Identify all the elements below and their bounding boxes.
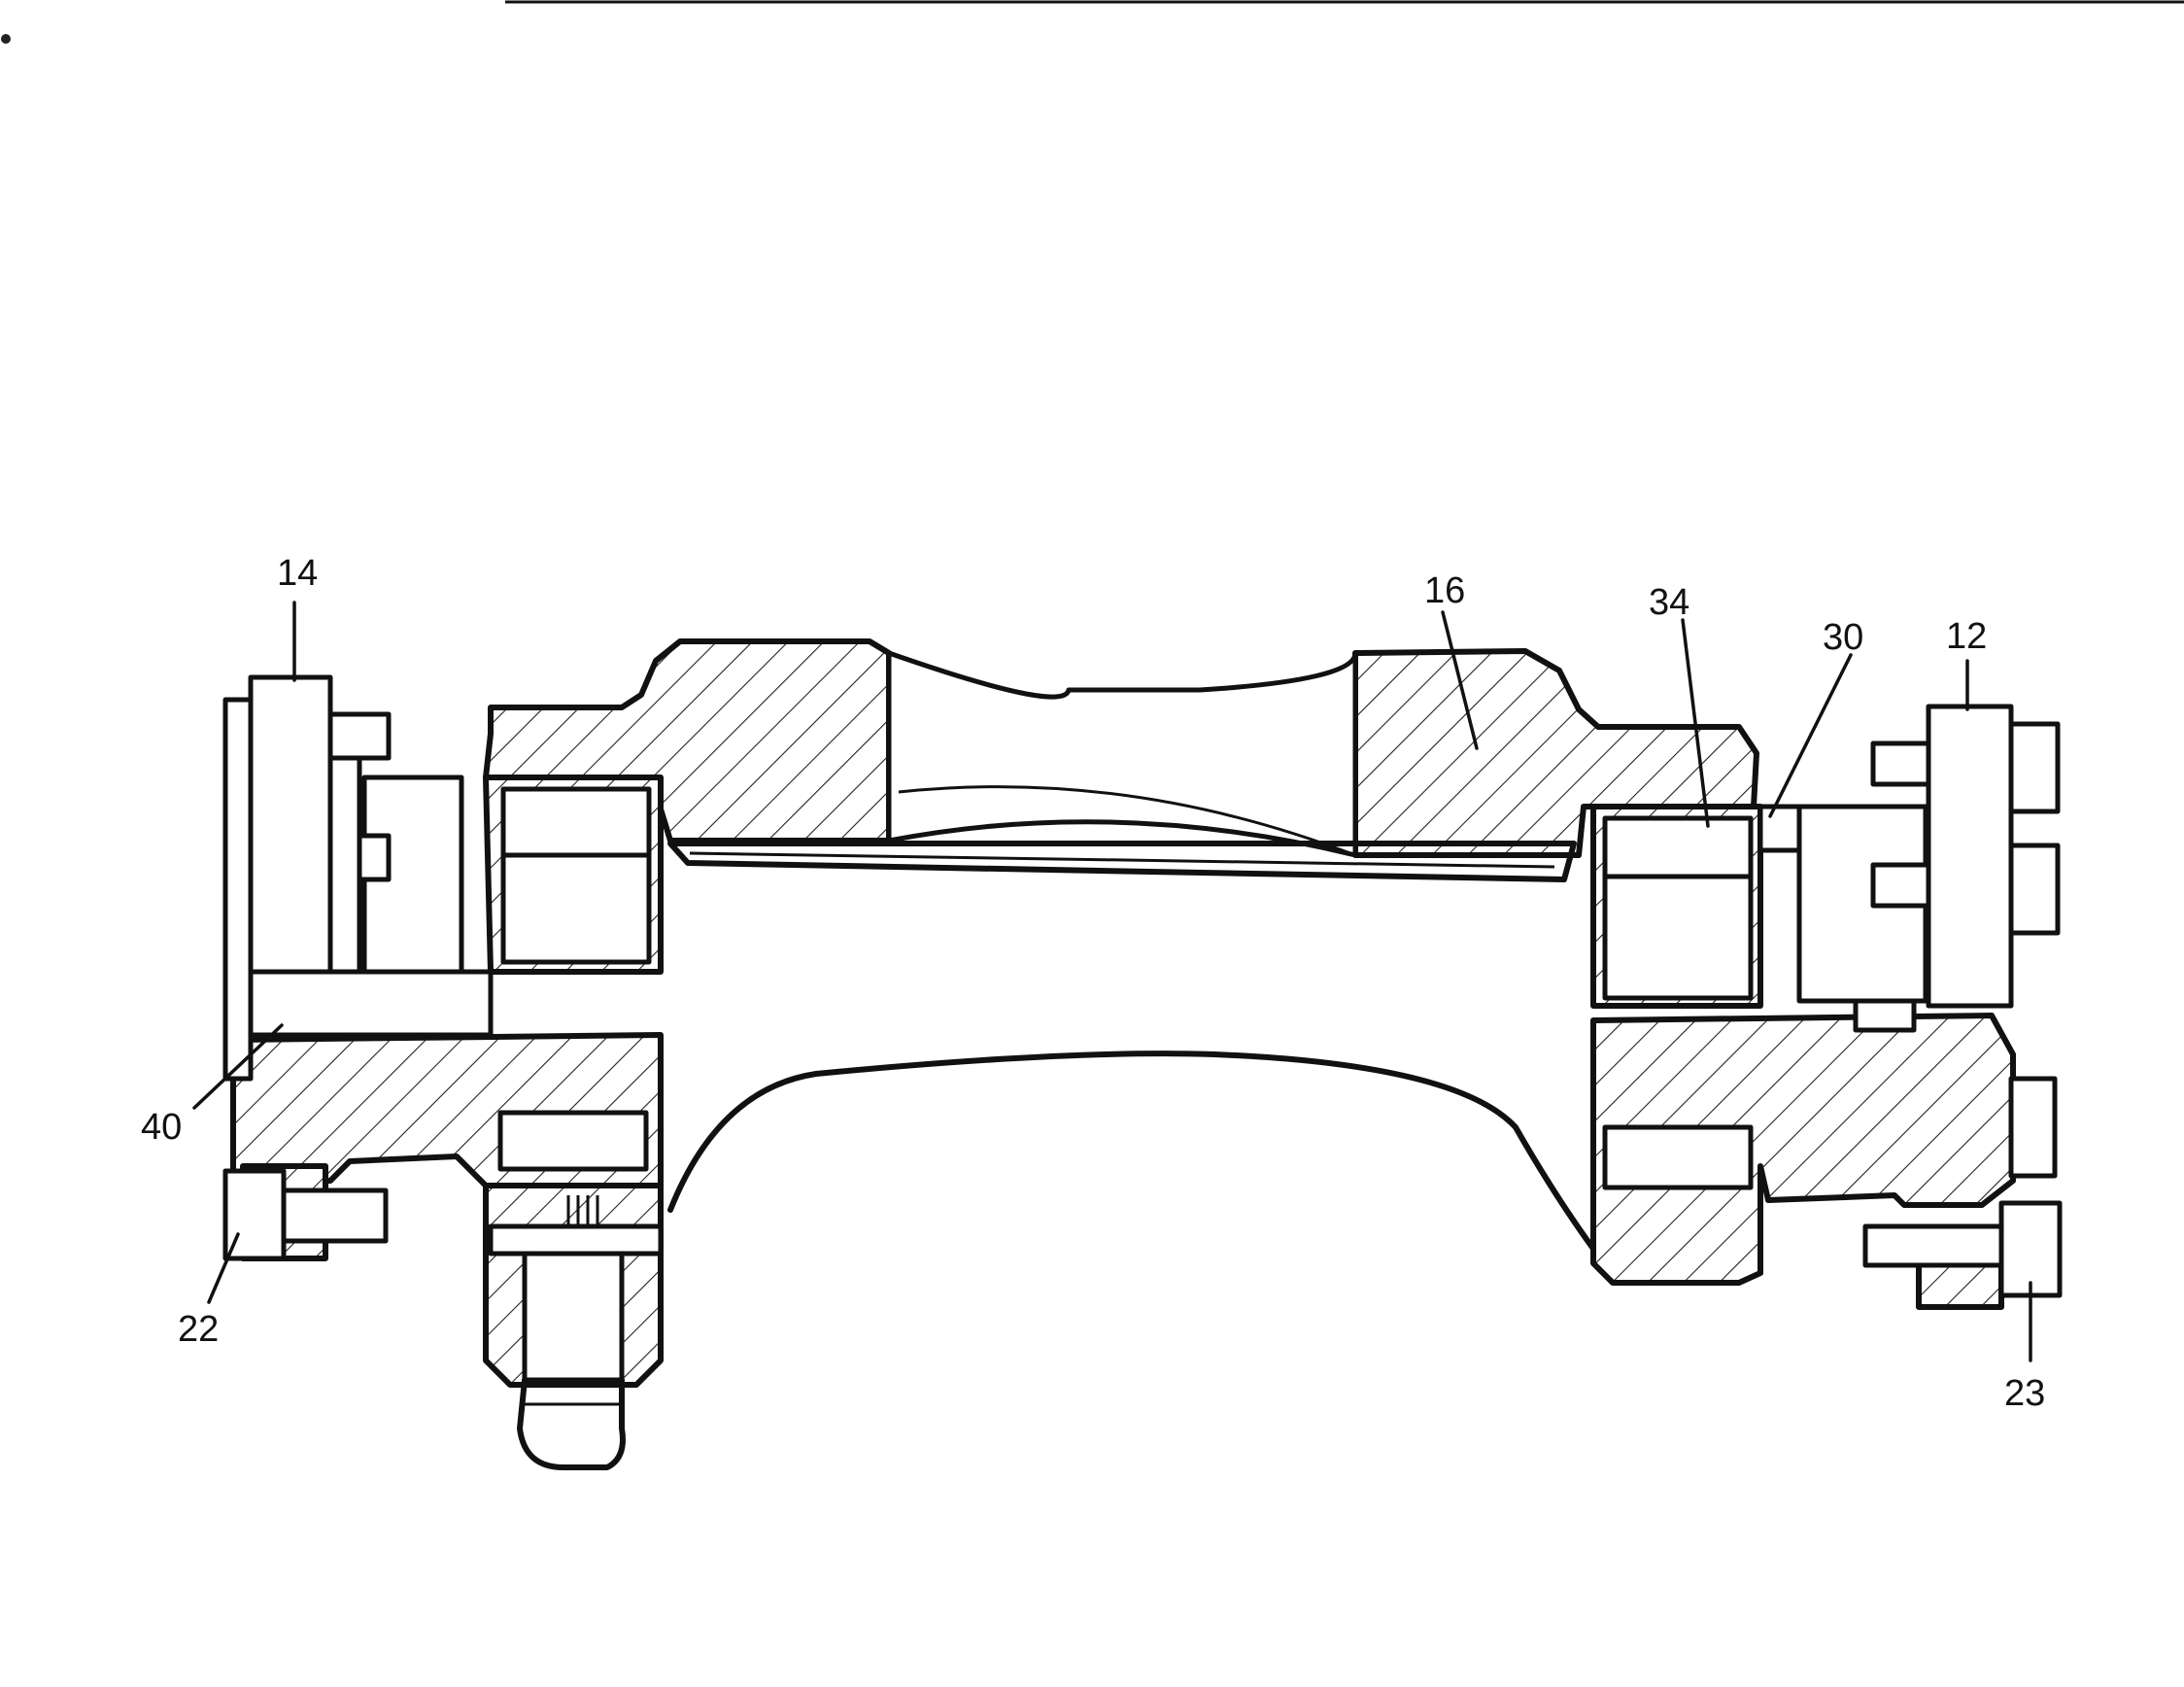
central-housing — [483, 638, 1759, 1252]
right-bearing-block — [1590, 804, 2016, 1286]
scan-speck — [1, 34, 11, 44]
leader-16 — [1441, 610, 1479, 750]
right-flange-12 — [1862, 704, 2063, 1310]
label-30: 30 — [1823, 617, 1863, 658]
label-23: 23 — [2004, 1373, 2045, 1414]
leader-40 — [192, 1023, 284, 1110]
leader-lines — [192, 601, 2032, 1362]
leader-30 — [1768, 653, 1853, 818]
label-12: 12 — [1946, 616, 1987, 657]
right-shaft-coupling — [1757, 804, 1928, 1033]
left-bearing-block — [230, 775, 664, 1470]
label-16: 16 — [1424, 570, 1465, 611]
label-40: 40 — [141, 1107, 182, 1148]
label-22: 22 — [178, 1309, 219, 1350]
left-flange-14 — [222, 674, 392, 1261]
label-34: 34 — [1649, 582, 1689, 623]
leader-34 — [1681, 618, 1710, 828]
label-14: 14 — [277, 553, 318, 594]
leader-22 — [207, 1232, 240, 1304]
